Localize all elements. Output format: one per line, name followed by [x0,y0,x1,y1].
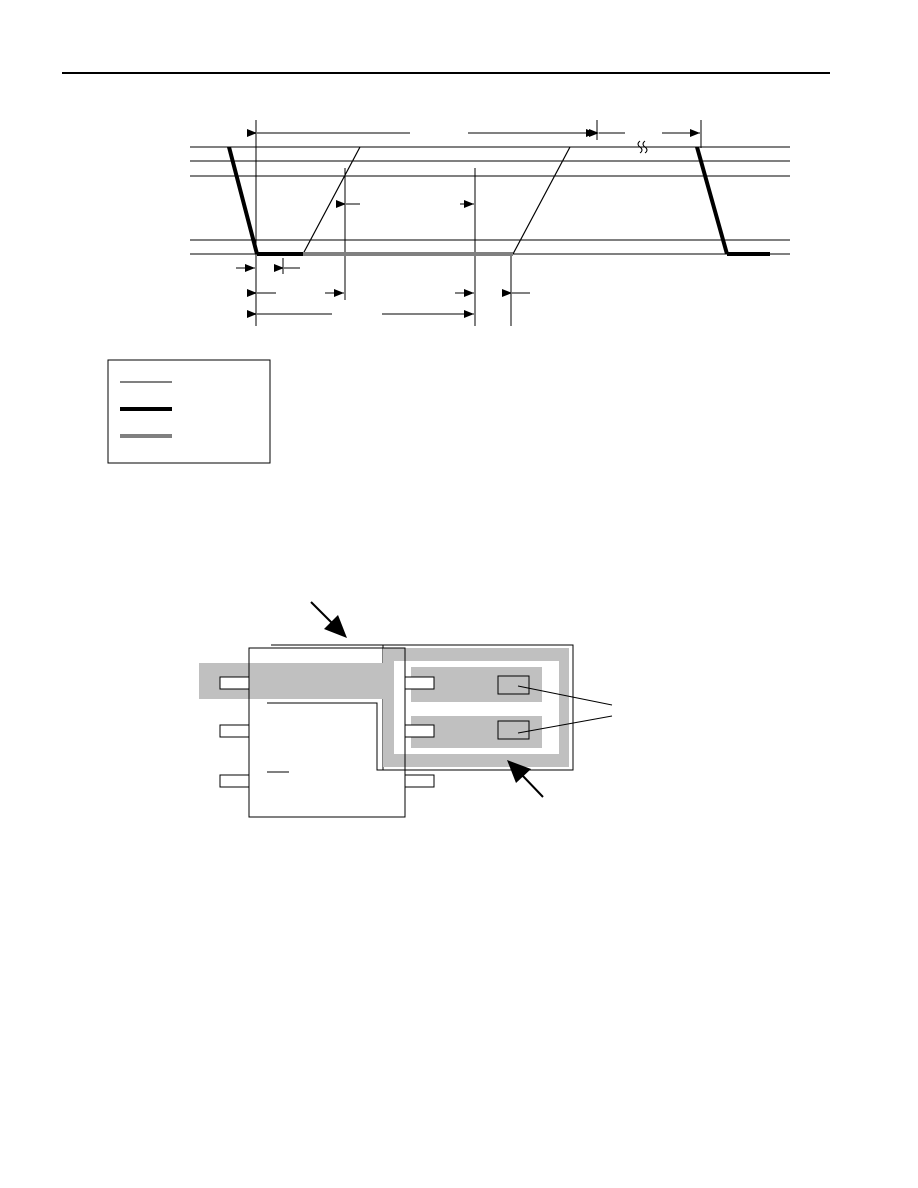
board-outline [382,644,574,771]
falling-edge-1 [227,146,259,255]
chip-pin-right-2 [404,724,435,738]
component-pad-2 [497,720,530,740]
rising-edge-2 [512,146,571,255]
gray-trace-overlay [250,663,384,699]
chip-pin-left-3 [219,774,250,788]
layout-diagram [199,601,613,818]
leader-line-2 [517,715,613,734]
chip-pin-right-3 [404,774,435,788]
chip-pin-left-1 [219,676,250,690]
timing-diagram [190,120,790,326]
gray-plane-ring [383,648,569,767]
pointer-arrow-icon [507,760,544,798]
pointer-arrow-icon [310,601,347,638]
chip-pin-left-2 [219,724,250,738]
chip-pin-right-1 [404,676,435,690]
rising-edge-1 [302,146,361,255]
leader-line-1 [517,685,613,706]
inner-l-trace [267,702,405,771]
component-pad-1 [497,675,530,695]
legend-box [107,359,271,464]
break-squiggle-icon [637,140,648,154]
falling-edge-2 [695,146,729,255]
